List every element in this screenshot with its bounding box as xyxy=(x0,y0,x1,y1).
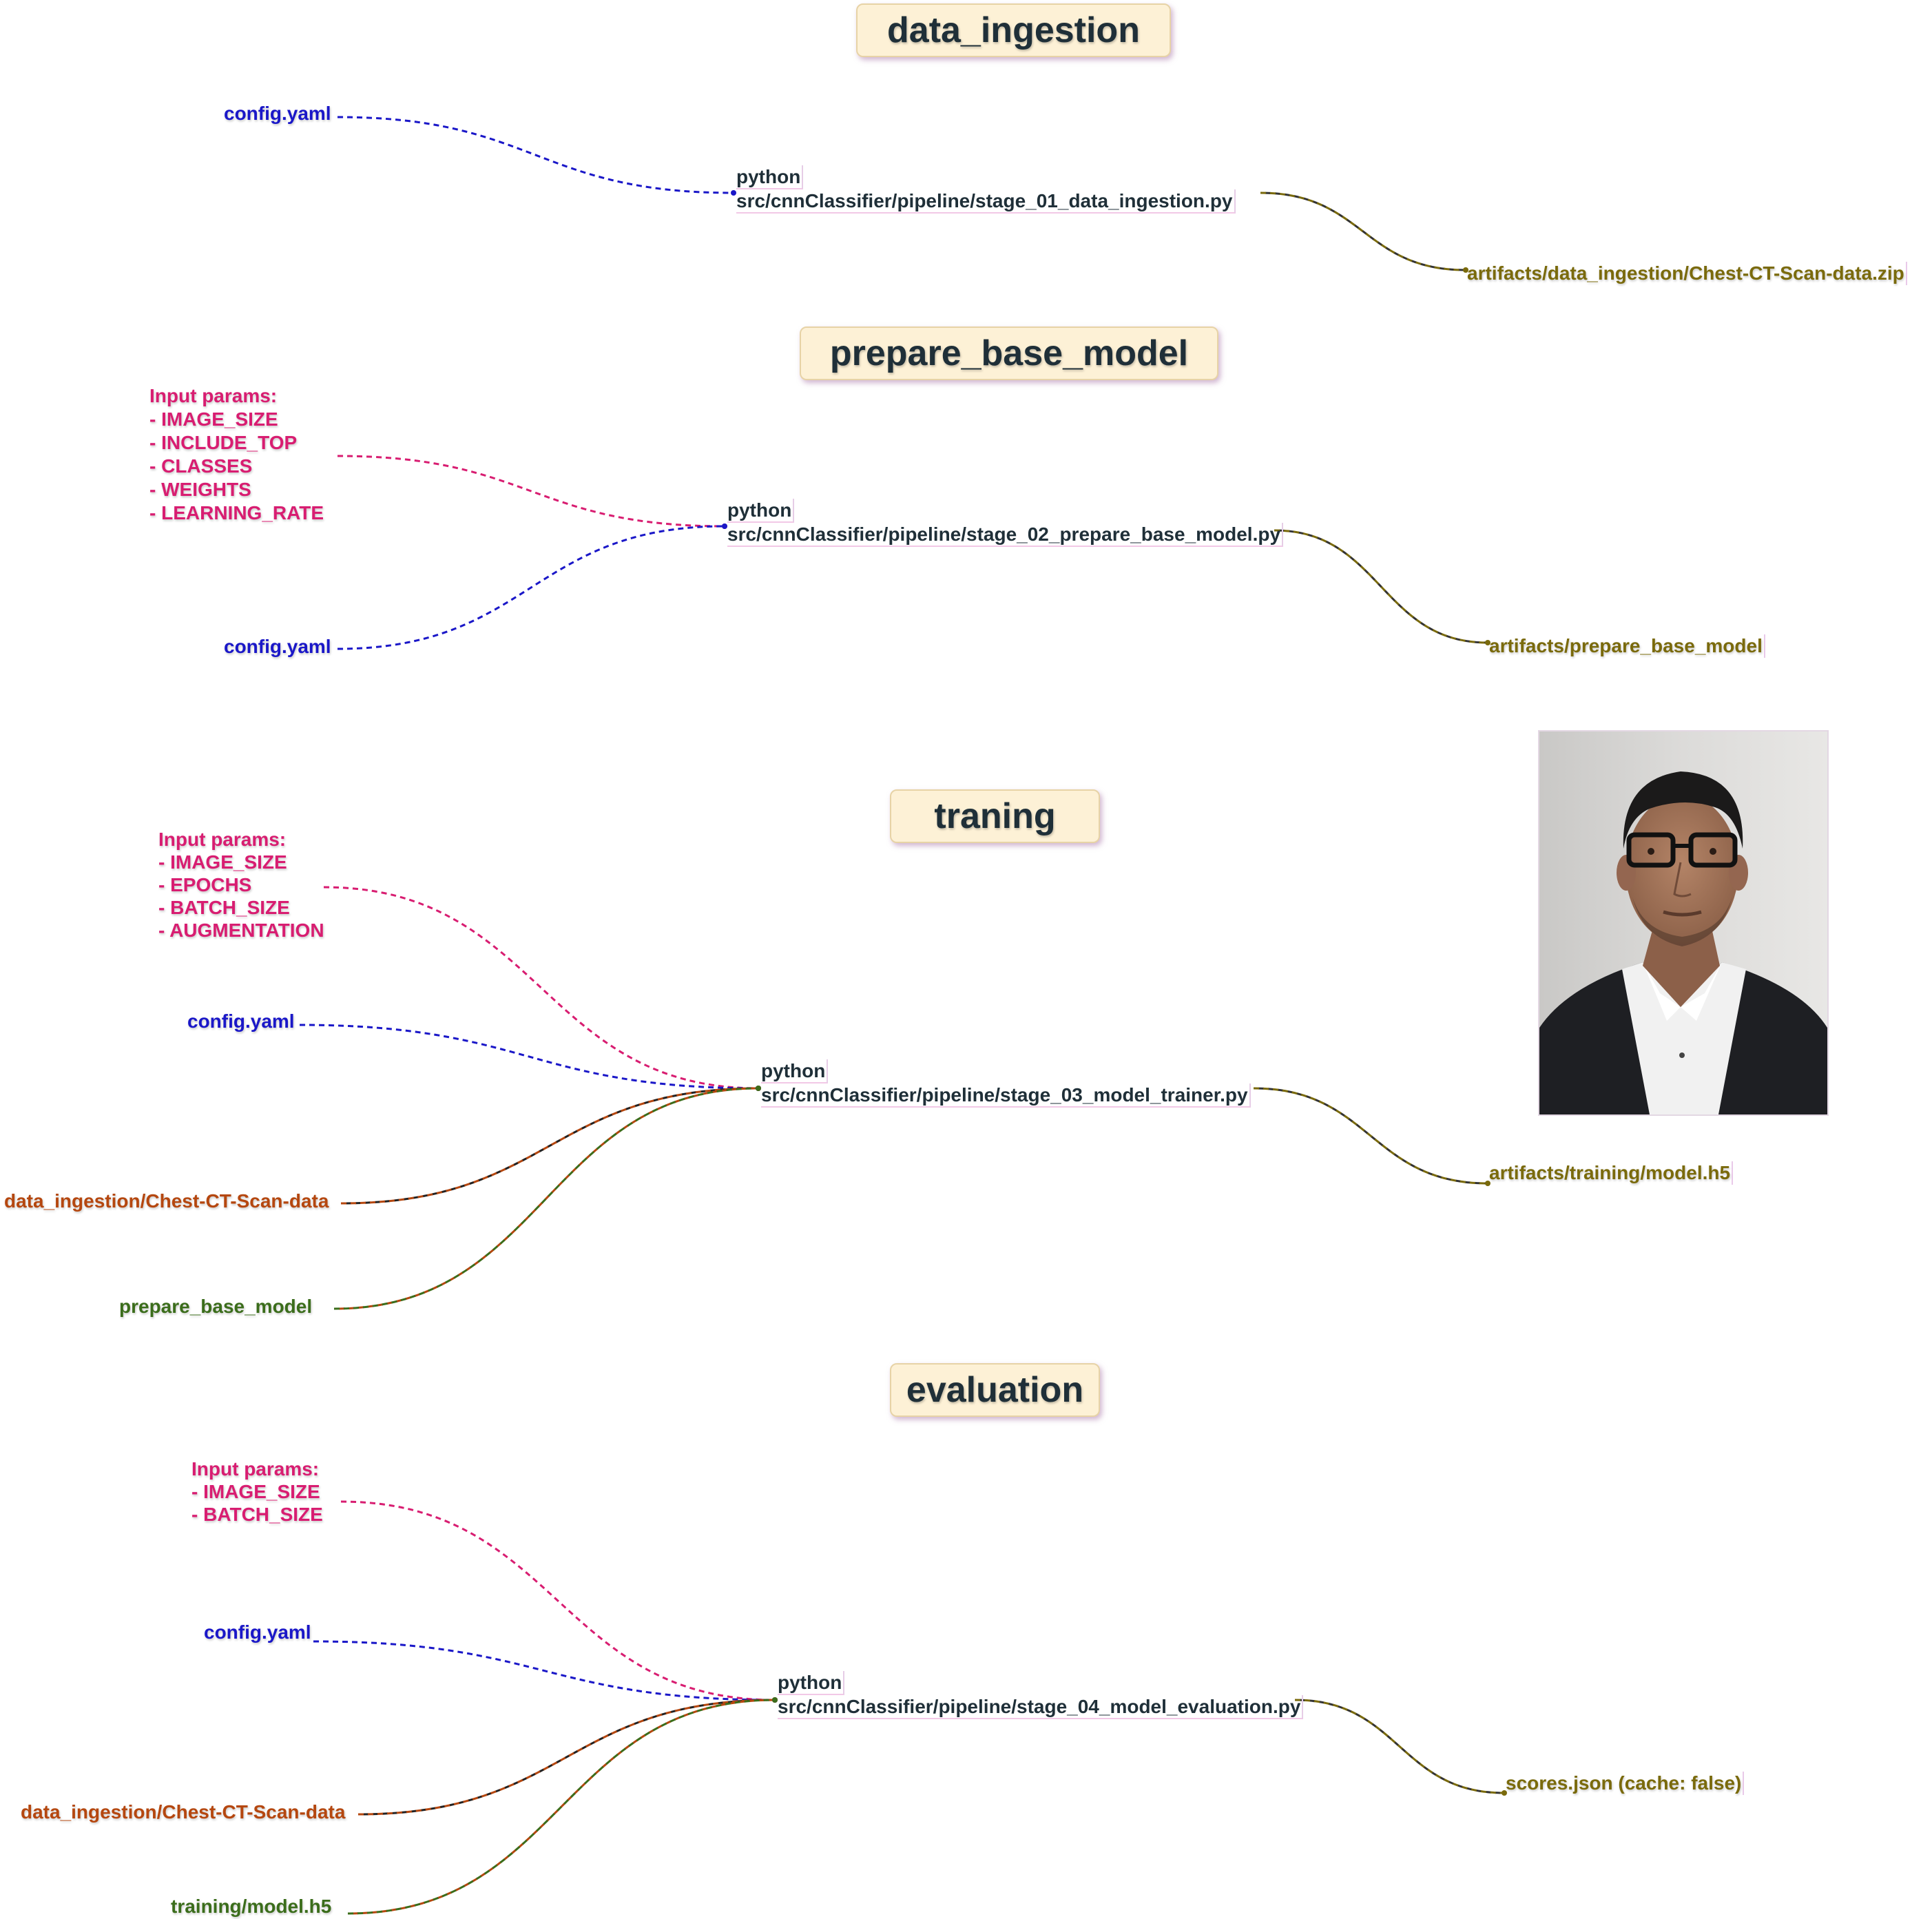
edge-output-arrowhead xyxy=(1485,640,1490,645)
portrait-photo xyxy=(1538,730,1829,1116)
input-params: Input params: - IMAGE_SIZE - EPOCHS - BA… xyxy=(158,829,324,941)
stage-title: evaluation xyxy=(890,1363,1100,1417)
edge-output-shadow xyxy=(1260,191,1466,271)
edge-config-arrowhead xyxy=(731,190,736,196)
edge-data xyxy=(340,1087,759,1205)
command-prefix: python xyxy=(727,499,795,523)
input-model: training/model.h5 xyxy=(171,1896,332,1917)
stage-title: data_ingestion xyxy=(856,3,1171,57)
edge-config xyxy=(299,1024,759,1090)
edge-output xyxy=(1274,529,1488,644)
edge-params xyxy=(340,1500,776,1701)
command-prefix: python xyxy=(736,165,804,189)
command-prefix: python xyxy=(761,1059,829,1083)
input-params: Input params: - IMAGE_SIZE - BATCH_SIZE xyxy=(191,1458,323,1525)
stage-command: python src/cnnClassifier/pipeline/stage_… xyxy=(736,165,1236,214)
stage-output: artifacts/data_ingestion/Chest-CT-Scan-d… xyxy=(1467,262,1907,285)
edge-model xyxy=(347,1699,776,1915)
edge-output-arrowhead xyxy=(1485,1181,1490,1186)
edge-config-arrowhead xyxy=(722,523,727,529)
edge-data-shadow xyxy=(340,1087,759,1205)
edge-config xyxy=(337,116,734,194)
stage-output: artifacts/prepare_base_model xyxy=(1489,634,1765,658)
edge-output xyxy=(1260,191,1466,271)
command-script: src/cnnClassifier/pipeline/stage_04_mode… xyxy=(778,1695,1304,1719)
input-config: config.yaml xyxy=(224,103,331,124)
stage-command: python src/cnnClassifier/pipeline/stage_… xyxy=(778,1671,1304,1719)
edge-output xyxy=(1294,1699,1505,1794)
edge-model xyxy=(333,1087,759,1310)
stage-output: scores.json (cache: false) xyxy=(1506,1772,1745,1795)
input-config: config.yaml xyxy=(224,636,331,657)
edge-params xyxy=(323,886,759,1090)
edge-params xyxy=(337,455,725,528)
command-script: src/cnnClassifier/pipeline/stage_03_mode… xyxy=(761,1083,1251,1108)
edge-output-arrowhead xyxy=(1502,1790,1507,1796)
edge-output-shadow xyxy=(1274,529,1488,644)
command-script: src/cnnClassifier/pipeline/stage_02_prep… xyxy=(727,523,1284,547)
command-script: src/cnnClassifier/pipeline/stage_01_data… xyxy=(736,189,1236,214)
edge-output xyxy=(1253,1087,1488,1185)
stage-command: python src/cnnClassifier/pipeline/stage_… xyxy=(727,499,1284,547)
edge-data-shadow xyxy=(357,1699,776,1816)
input-config: config.yaml xyxy=(204,1621,311,1643)
stage-title: traning xyxy=(890,789,1100,843)
edge-output-arrowhead xyxy=(1463,267,1468,273)
input-data: data_ingestion/Chest-CT-Scan-data xyxy=(4,1190,329,1212)
edge-config xyxy=(337,525,725,650)
portrait-image xyxy=(1539,732,1827,1114)
edge-data xyxy=(357,1699,776,1816)
stage-title: prepare_base_model xyxy=(800,326,1218,380)
input-data: data_ingestion/Chest-CT-Scan-data xyxy=(21,1801,346,1823)
edge-model-shadow xyxy=(347,1699,776,1915)
edge-model-arrowhead xyxy=(772,1697,778,1703)
stage-command: python src/cnnClassifier/pipeline/stage_… xyxy=(761,1059,1251,1108)
input-params: Input params: - IMAGE_SIZE - INCLUDE_TOP… xyxy=(149,385,324,523)
input-config: config.yaml xyxy=(187,1010,295,1032)
command-prefix: python xyxy=(778,1671,845,1695)
edge-model-arrowhead xyxy=(756,1086,761,1091)
input-model: prepare_base_model xyxy=(119,1296,313,1317)
stage-output: artifacts/training/model.h5 xyxy=(1489,1161,1734,1185)
edge-config xyxy=(313,1640,776,1701)
edge-model-shadow xyxy=(333,1087,759,1310)
